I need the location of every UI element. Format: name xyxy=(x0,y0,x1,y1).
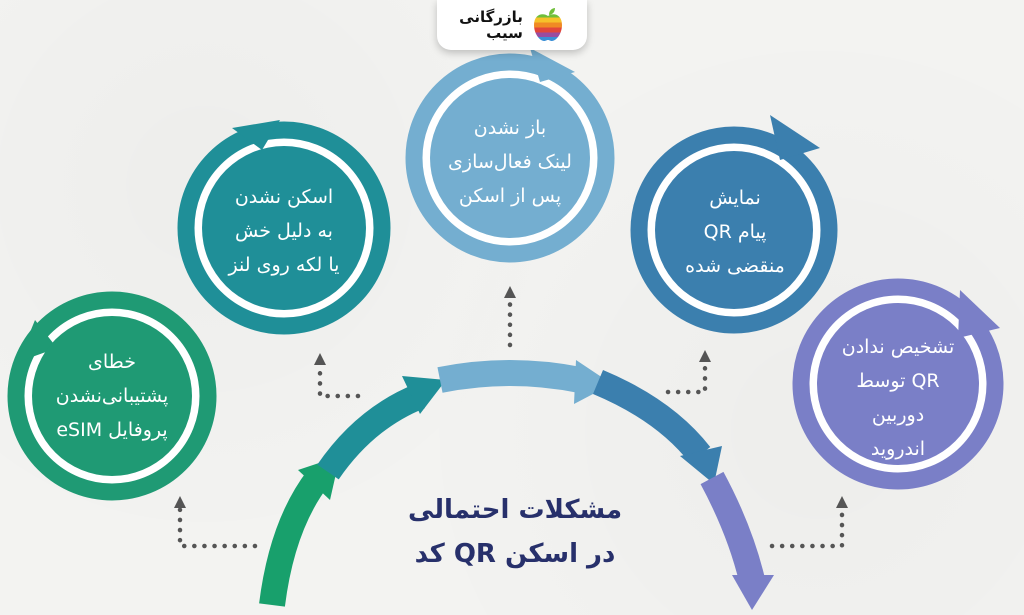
arc-segment-blue xyxy=(592,370,711,464)
node-lens-scratch-line-1: اسکن نشدن xyxy=(234,186,334,208)
connector-android-arrowhead xyxy=(836,496,848,508)
node-expired-message-text: نمایش پیام QR منقضی شده xyxy=(650,180,820,284)
node-link-not-open-line-2: لینک فعال‌سازی xyxy=(448,151,572,173)
apple-icon xyxy=(533,8,562,42)
arc-arrow-light-blue xyxy=(574,360,612,404)
brand-logo-line-2: سیب xyxy=(486,24,523,42)
node-link-not-open-text: باز نشدن لینک فعال‌سازی پس از اسکن xyxy=(425,110,595,214)
node-esim-error xyxy=(7,291,217,501)
node-esim-error-line-1: خطای xyxy=(88,351,136,373)
arc-segment-green xyxy=(259,470,329,607)
node-esim-error-text: خطای پشتیبانی‌نشدن پروفایل eSIM xyxy=(27,326,197,466)
node-lens-scratch-line-2: به دلیل خش xyxy=(235,220,333,242)
node-expired-message-line-2: پیام QR xyxy=(703,221,767,243)
node-android-camera-line-1: تشخیص ندادن xyxy=(841,336,955,358)
node-expired-message xyxy=(630,115,838,334)
connector-esim xyxy=(177,505,258,549)
connector-arrowheads xyxy=(174,286,848,508)
arc-segment-teal xyxy=(317,383,426,480)
arc-arrow-blue xyxy=(680,446,722,484)
brand-logo-text: بازرگانی سیب xyxy=(459,9,523,41)
connector-link-arrowhead xyxy=(504,286,516,298)
node-android-camera xyxy=(792,278,1004,490)
node-expired-message-line-1: نمایش xyxy=(709,187,761,209)
connector-expired xyxy=(665,359,708,395)
diagram-title-line-2: در اسکن QR کد xyxy=(414,539,616,569)
dotted-connectors xyxy=(177,297,845,549)
node-android-camera-arrowhead xyxy=(958,290,1000,338)
node-lens-scratch-text: اسکن نشدن به دلیل خش یا لکه روی لنز xyxy=(199,176,369,286)
brand-logo: بازرگانی سیب xyxy=(437,0,587,50)
node-link-not-open-line-1: باز نشدن xyxy=(473,117,547,139)
node-esim-error-disc xyxy=(32,316,192,476)
arc-arrow-teal xyxy=(402,376,446,414)
node-expired-message-arrowhead xyxy=(770,115,820,160)
connector-esim-arrowhead xyxy=(174,496,186,508)
arc-segment-light-blue xyxy=(437,360,583,393)
node-android-camera-disc xyxy=(817,303,979,465)
node-esim-error-line-3: پروفایل eSIM xyxy=(56,419,168,441)
node-link-not-open-arrowhead xyxy=(530,48,575,82)
diagram-title-line-1: مشکلات احتمالی xyxy=(407,495,623,525)
node-lens-scratch xyxy=(177,120,391,335)
node-android-camera-text: تشخیص ندادن QR توسط دوربین اندروید xyxy=(813,330,983,466)
node-link-not-open-line-3: پس از اسکن xyxy=(458,185,562,207)
arc-segment-purple xyxy=(700,471,765,584)
connector-expired-arrowhead xyxy=(699,350,711,362)
node-lens-scratch-arrowhead xyxy=(232,120,280,150)
diagram-title: مشکلات احتمالی در اسکن QR کد xyxy=(380,488,650,576)
node-lens-scratch-line-3: یا لکه روی لنز xyxy=(228,254,340,276)
node-android-camera-line-3: دوربین xyxy=(871,404,925,426)
arc-arrow-purple xyxy=(732,575,774,610)
node-link-not-open-disc xyxy=(430,78,590,238)
node-esim-error-line-2: پشتیبانی‌نشدن xyxy=(55,385,169,407)
connector-android xyxy=(769,505,845,549)
node-link-not-open xyxy=(405,48,615,263)
node-expired-message-disc xyxy=(655,151,813,309)
central-arc xyxy=(259,360,774,610)
node-android-camera-line-2: QR توسط xyxy=(856,370,940,392)
node-android-camera-line-4: اندروید xyxy=(870,438,926,460)
brand-logo-line-1: بازرگانی xyxy=(459,8,523,26)
connector-lens-arrowhead xyxy=(314,353,326,365)
node-lens-scratch-disc xyxy=(202,146,366,310)
node-expired-message-line-3: منقضی شده xyxy=(685,255,785,277)
connector-lens xyxy=(317,362,361,399)
